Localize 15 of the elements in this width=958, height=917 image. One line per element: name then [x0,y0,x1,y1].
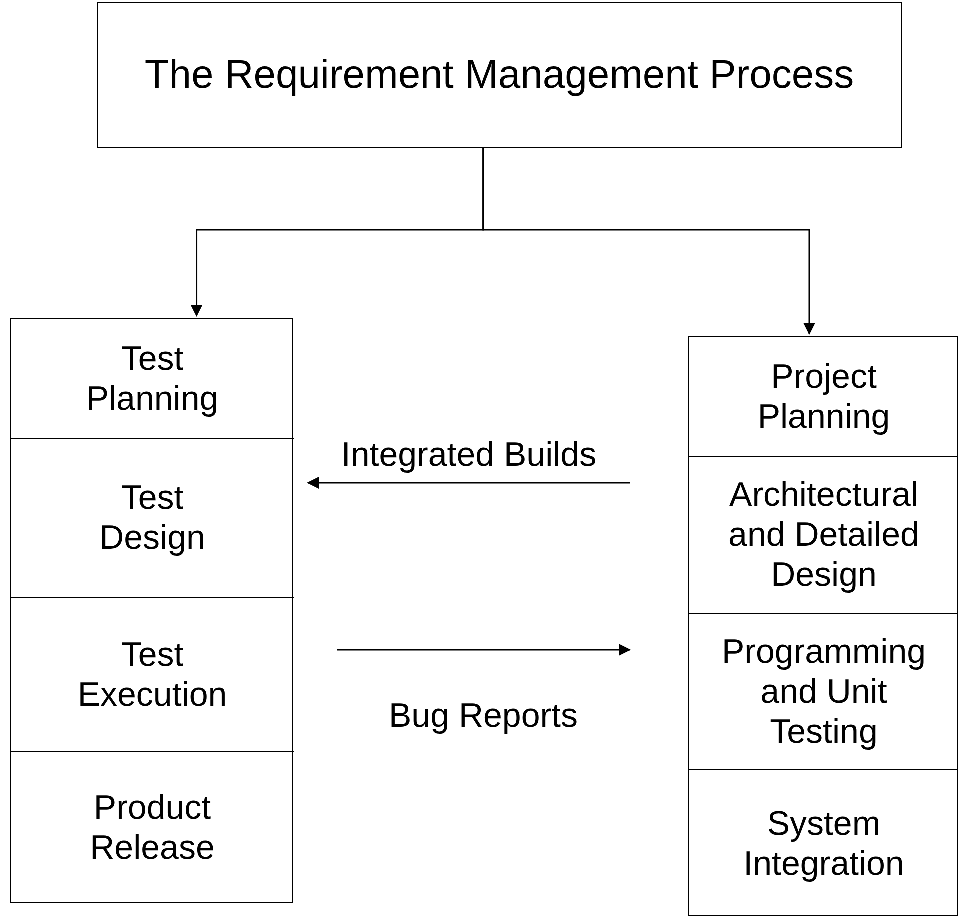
stage-text: Programming and Unit Testing [720,632,928,752]
arrow [482,148,816,335]
stage-text: Architectural and Detailed Design [728,475,920,595]
arrow [337,644,631,656]
column-box [10,318,293,903]
stage-text: System Integration [742,804,906,884]
column-box [688,336,958,916]
process-box [97,2,902,148]
stage-text: Test Execution [76,634,228,714]
stage-text: The Requirement Management Process [144,52,854,98]
stage-text: Product Release [89,788,216,868]
stage-text: Test Planning [85,338,220,418]
stage-text: Project Planning [756,356,892,436]
stage-text: Test Design [98,478,206,558]
arrow [307,477,630,489]
